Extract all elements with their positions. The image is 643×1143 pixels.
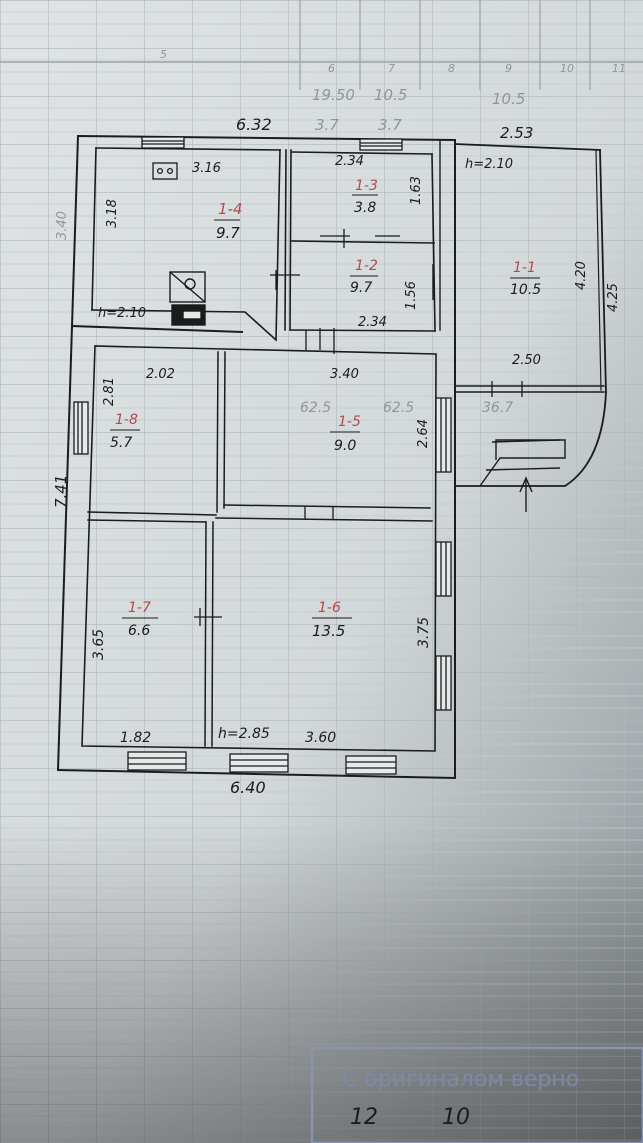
window-bottom — [345, 755, 397, 775]
room-id: 1-1 — [513, 260, 536, 276]
room-area: 9.7 — [216, 224, 240, 242]
faint-table-values: 19.50 10.5 10.5 3.7 3.7 62.5 62.5 36.7 — [300, 86, 525, 416]
window-right — [435, 541, 452, 597]
faint-value: 3.7 — [378, 116, 402, 134]
dim-340: 3.40 — [330, 367, 359, 382]
room-id: 1-6 — [318, 600, 341, 616]
doors — [194, 229, 523, 626]
room-1-1: 1-1 10.5 — [510, 260, 541, 298]
window-left — [73, 401, 89, 455]
table-header: 5 6 7 8 9 10 11 — [0, 0, 643, 90]
room-1-3: 1-3 3.8 — [352, 178, 378, 216]
faint-value: 3.7 — [315, 116, 339, 134]
room-id: 1-4 — [218, 200, 243, 218]
room-id: 1-2 — [355, 258, 378, 274]
room-id: 1-5 — [338, 414, 361, 430]
room-id: 1-3 — [355, 178, 378, 194]
room-id: 1-7 — [128, 600, 151, 616]
window-right — [435, 655, 452, 711]
windows — [73, 136, 452, 775]
dim-234a: 2.34 — [335, 154, 364, 169]
room-1-5: 1-5 9.0 — [330, 414, 361, 454]
col-number: 11 — [612, 62, 626, 75]
dim-281: 2.81 — [102, 377, 117, 406]
room-1-6: 1-6 13.5 — [312, 600, 352, 640]
height-main: h=2.85 — [218, 726, 270, 742]
room-area: 13.5 — [312, 622, 345, 640]
room-1-7: 1-7 6.6 — [122, 600, 158, 639]
dim-left-upper: 3.40 — [55, 211, 70, 240]
room-1-8: 1-8 5.7 — [110, 412, 140, 451]
room-id: 1-8 — [115, 412, 138, 428]
dim-250: 2.50 — [512, 353, 541, 368]
dim-top-width: 6.32 — [236, 115, 272, 134]
certification-stamp: С оригиналом верно 12 10 — [310, 1046, 643, 1143]
stamp-month: 10 — [442, 1105, 470, 1130]
walls — [56, 134, 607, 780]
dim-163: 1.63 — [409, 176, 424, 205]
dim-425: 4.25 — [606, 283, 621, 312]
col-number: 7 — [388, 62, 395, 75]
dim-365: 3.65 — [91, 629, 107, 660]
dim-156: 1.56 — [404, 281, 419, 310]
room-1-4: 1-4 9.7 — [214, 200, 243, 242]
stamp-day: 12 — [350, 1105, 378, 1130]
col-number: 5 — [160, 48, 167, 61]
col-number: 8 — [448, 62, 455, 75]
sink-icon — [152, 162, 178, 180]
dim-top-right: 2.53 — [500, 124, 533, 142]
faint-value: 62.5 — [383, 400, 414, 416]
room-area: 9.7 — [350, 280, 372, 296]
room-area: 5.7 — [110, 435, 132, 451]
col-number: 6 — [328, 62, 335, 75]
dim-182: 1.82 — [120, 730, 151, 746]
room-1-2: 1-2 9.7 — [350, 258, 378, 296]
window-top — [141, 136, 185, 149]
dim-bottom-width: 6.40 — [230, 778, 266, 797]
room-area: 3.8 — [354, 200, 376, 216]
col-number: 10 — [560, 62, 574, 75]
dim-total-height: 7.41 — [52, 475, 70, 508]
stamp-text: С оригиналом верно — [342, 1067, 579, 1092]
room-area: 9.0 — [334, 438, 356, 454]
faint-value: 10.5 — [492, 90, 525, 108]
paper-shadow — [0, 820, 643, 1143]
faint-value: 36.7 — [482, 400, 513, 416]
dimensions: 6.32 2.53 h=2.10 3.16 3.18 3.40 h=2.10 2… — [52, 115, 621, 797]
window-right — [435, 397, 452, 473]
room-area: 6.6 — [128, 623, 150, 639]
window-bottom — [127, 751, 187, 771]
col-number: 9 — [505, 62, 512, 75]
window-bottom — [229, 753, 289, 773]
room-area: 10.5 — [510, 282, 541, 298]
dim-318: 3.18 — [105, 199, 120, 228]
dim-316: 3.16 — [192, 161, 221, 176]
dim-420: 4.20 — [574, 261, 589, 290]
dim-234b: 2.34 — [358, 315, 387, 330]
porch-steps-icon — [479, 439, 566, 512]
height-porch: h=2.10 — [465, 157, 513, 172]
dim-264: 2.64 — [416, 419, 431, 448]
window-top — [359, 138, 403, 151]
room-labels: 1-4 9.7 1-3 3.8 1-2 9.7 1-1 10.5 1-8 5.7… — [110, 178, 541, 640]
height-kitchen: h=2.10 — [98, 306, 146, 321]
stove-icon — [169, 271, 206, 326]
faint-value: 19.50 — [312, 86, 355, 104]
dim-202: 2.02 — [146, 367, 175, 382]
dim-360: 3.60 — [305, 730, 336, 746]
faint-value: 62.5 — [300, 400, 331, 416]
faint-value: 10.5 — [374, 86, 407, 104]
dim-375: 3.75 — [416, 617, 432, 648]
